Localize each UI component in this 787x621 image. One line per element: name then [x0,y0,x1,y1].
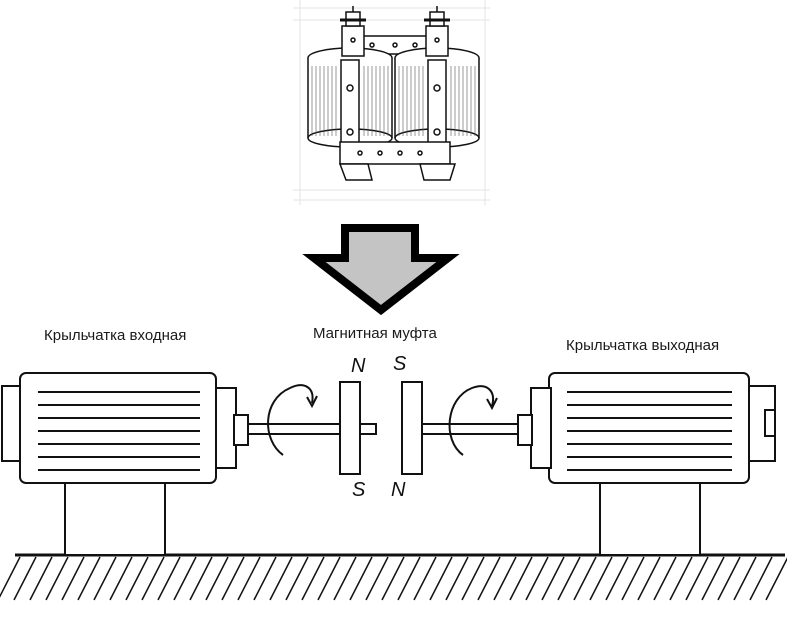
ground-hatch-line [0,556,21,598]
ground-hatch-line [557,556,581,601]
ground-hatch-line [541,556,565,601]
input-impeller-hub [233,414,249,446]
ground-hatch-line [685,556,709,601]
transformer-right-foot [419,163,457,181]
ground-hatch-line [621,556,645,601]
ground-hatch-line [509,556,533,601]
input-impeller [1,372,249,556]
output-impeller-collar [530,387,552,469]
ground-hatch-line [109,556,133,601]
transformer-left-coil [307,47,393,148]
ground-hatch-line [477,556,501,601]
ground-hatch-line [157,556,181,601]
right-magnet-disc [401,381,423,475]
ground-hatch-line [461,556,485,601]
ground-hatch-line [413,556,437,601]
down-arrow [302,224,460,316]
output-impeller-pedestal [599,481,701,556]
transformer-right-terminal [424,6,450,57]
ground-hatch-line [749,556,773,601]
ground-hatch-line [493,556,517,601]
ground-hatch-line [237,556,261,601]
ground-hatch-line [605,556,629,601]
output-impeller-hub [517,414,533,446]
ground-hatch-line [93,556,117,601]
transformer-right-coil [394,47,480,148]
transformer-core-bottom [339,141,451,165]
ground-hatch-line [45,556,69,601]
output-impeller-fins [567,391,732,471]
left-magnet-disc [339,381,361,475]
input-shaft [247,423,377,435]
ground-hatch-line [765,557,787,601]
input-impeller-fins [38,391,200,471]
ground-hatch-line [269,556,293,601]
ground-hatch-line [125,556,149,601]
pole-right-top: S [393,353,407,375]
input-impeller-pedestal [64,481,166,556]
ground-hatch-line [445,556,469,601]
ground-hatch-line [637,556,661,601]
ground-hatch-line [573,556,597,601]
ground-hatch-line [29,556,53,601]
output-impeller [517,372,776,556]
ground-hatch-line [205,556,229,601]
ground [0,553,787,601]
ground-hatch-line [301,556,325,601]
pole-left-top: N [351,355,366,377]
ground-hatch-line [589,556,613,601]
ground-hatch-line [365,556,389,601]
output-rotation-arrow [448,385,498,456]
ground-hatch-line [221,556,245,601]
ground-hatch-line [13,556,37,601]
ground-hatch-line [285,556,309,601]
input-rotation-arrow [267,384,318,456]
transformer-background-lines [293,0,490,205]
pole-right-bottom: N [391,479,406,501]
ground-hatch-line [701,556,725,601]
ground-hatch-line [397,556,421,601]
ground-hatch-line [669,556,693,601]
ground-hatch-line [717,556,741,601]
ground-hatch-line [173,556,197,601]
coupling-label: Магнитная муфта [313,325,437,342]
transformer-left-foot [338,163,373,181]
transformer-illustration [293,0,490,205]
pole-left-bottom: S [352,479,366,501]
input-impeller-housing [19,372,217,484]
output-shaft [419,423,519,435]
ground-hatch-line [61,556,85,601]
ground-hatch-line [733,556,757,601]
ground-hatch-line [189,556,213,601]
output-impeller-housing [548,372,750,484]
ground-hatch-line [333,556,357,601]
ground-hatch-line [429,556,453,601]
output-impeller-knob [764,409,776,437]
input-impeller-label: Крыльчатка входная [44,327,187,344]
ground-hatch-line [141,556,165,601]
ground-hatch-line [381,556,405,601]
output-impeller-label: Крыльчатка выходная [566,337,720,354]
ground-hatch-line [317,556,341,601]
ground-hatch-line [525,556,549,601]
ground-hatch-line [253,556,277,601]
ground-hatch-line [349,556,373,601]
ground-hatch-line [77,556,101,601]
ground-hatch-line [653,556,677,601]
transformer-left-terminal [340,6,366,57]
